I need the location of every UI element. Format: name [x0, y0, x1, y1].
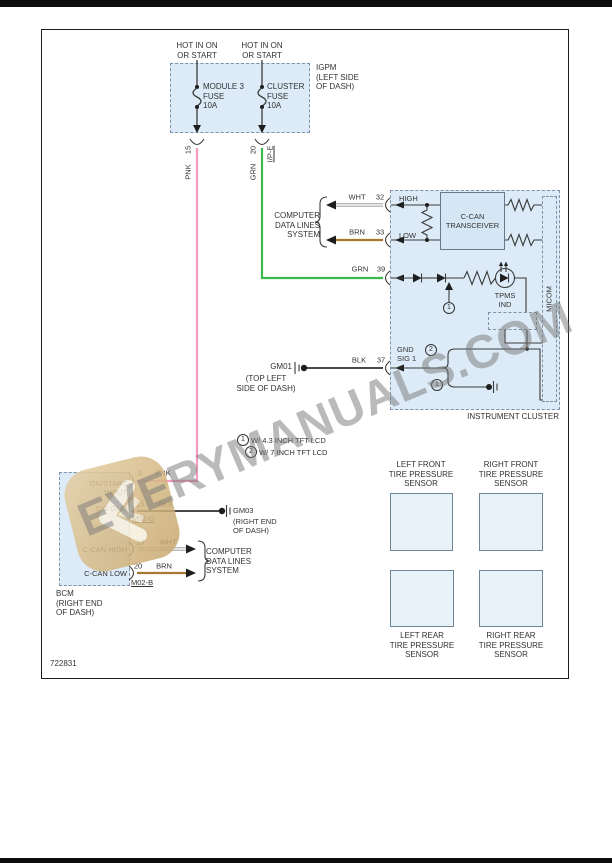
branch-arrow-icon: [445, 282, 453, 290]
resistor-icon-low: [505, 232, 542, 248]
wire-wht-32-label: WHT: [348, 192, 366, 202]
tpms-ind-label: TPMS IND: [494, 291, 516, 309]
gm03-label: GM03: [233, 506, 254, 515]
ccan-transceiver-box: C-CAN TRANSCEIVER: [440, 192, 505, 250]
top-black-bar: [0, 0, 612, 7]
left-rear-sensor-box: [390, 570, 454, 627]
resistor-icon-tpms: [463, 269, 496, 287]
cdl-top-brace-icon: [314, 196, 328, 248]
wire-grn-39-label: GRN: [351, 264, 369, 274]
legend-2-circle: 2: [245, 446, 257, 458]
hot-label-right: HOT IN ON OR START: [241, 41, 283, 60]
igpm-label: IGPM (LEFT SIDE OF DASH): [316, 63, 359, 92]
gm01-label: GM01: [270, 362, 292, 371]
pin-33-label: 33: [375, 227, 385, 237]
wire-grn-label: GRN: [248, 163, 258, 181]
bcm-pin-20-num: 20: [133, 561, 143, 571]
legend-1-circle: 1: [237, 434, 249, 446]
pin-39-label: 39: [376, 264, 386, 274]
pin-32-label: 32: [375, 192, 385, 202]
wht-wire-32: [326, 200, 383, 210]
bcm-pin-canlow-label: C-CAN LOW: [84, 569, 127, 578]
pin-37-label: 37: [376, 355, 386, 365]
fuse-module3-symbol: [189, 60, 205, 146]
pin-20-label: 20: [248, 145, 258, 155]
left-front-sensor-label: LEFT FRONT TIRE PRESSURE SENSOR: [388, 460, 454, 489]
micom-subblock-box: [488, 312, 537, 330]
bcm-title: BCM (RIGHT END OF DASH): [56, 589, 103, 618]
wire-blk-37-label: BLK: [351, 355, 367, 365]
gm01-location-label: (TOP LEFT SIDE OF DASH): [236, 374, 296, 393]
brn-wire-33: [326, 235, 383, 245]
bcm-pin-20-wire: BRN: [156, 561, 172, 571]
note-1-circle: 1: [443, 302, 455, 314]
cluster-connector-icons: [384, 197, 391, 376]
connector-ipe-label: I/P-E: [265, 145, 275, 163]
watermark-logo: [58, 450, 186, 578]
fuse-module3-label: MODULE 3 FUSE 10A: [203, 82, 244, 111]
gnd-sig1-label: GND SIG 1: [397, 345, 417, 363]
note-2-circle: 2: [425, 344, 437, 356]
bottom-black-bar: [0, 858, 612, 863]
micom-box: [542, 196, 557, 402]
ccan-transceiver-label: C-CAN TRANSCEIVER: [445, 212, 500, 230]
hot-label-left: HOT IN ON OR START: [176, 41, 218, 60]
cdl-bcm-label: COMPUTER DATA LINES SYSTEM: [206, 547, 252, 576]
right-rear-sensor-label: RIGHT REAR TIRE PRESSURE SENSOR: [478, 631, 544, 660]
pin-15-label: 15: [183, 145, 193, 155]
terminating-resistor-icon: [420, 205, 434, 240]
instrument-cluster-title: INSTRUMENT CLUSTER: [467, 412, 559, 421]
cdl-bcm-brace-icon: [197, 540, 211, 582]
legend-2-label: W/ 7 INCH TFT LCD: [259, 448, 328, 457]
resistor-icon-high: [505, 197, 542, 213]
right-front-sensor-box: [479, 493, 543, 551]
igpm-box: [170, 63, 310, 133]
left-front-sensor-box: [390, 493, 453, 551]
right-front-sensor-label: RIGHT FRONT TIRE PRESSURE SENSOR: [478, 460, 544, 489]
diode-icon-2: [437, 273, 446, 283]
gm03-ground-icon: [218, 505, 231, 517]
instrument-cluster-box: [390, 190, 560, 410]
gm01-ground-icon: [294, 362, 308, 374]
wire-brn-33-label: BRN: [349, 227, 365, 237]
connector-m02b-label: M02-B: [131, 578, 154, 587]
left-rear-sensor-label: LEFT REAR TIRE PRESSURE SENSOR: [389, 631, 455, 660]
fuse-cluster-label: CLUSTER FUSE 10A: [267, 82, 305, 111]
note-1-circle-gnd: 1: [431, 379, 443, 391]
cluster-internal-wiring: [391, 197, 542, 401]
watermark-logo-chevron-icon: [99, 480, 147, 542]
grn-wire: [260, 148, 383, 280]
bcm-brn-wire-20: [137, 568, 196, 578]
gm03-location-label: (RIGHT END OF DASH): [233, 517, 277, 535]
cdl-top-label: COMPUTER DATA LINES SYSTEM: [274, 211, 320, 240]
legend-1-label: W/ 4.3 INCH TFT LCD: [251, 436, 326, 445]
gnd-brace-icon: [442, 348, 456, 388]
fuse-cluster-symbol: [254, 60, 270, 146]
wire-pnk-label: PNK: [183, 164, 193, 180]
cluster-internal-ground-icon: [486, 381, 498, 393]
diode-icon-1: [413, 273, 422, 283]
right-rear-sensor-box: [479, 570, 543, 627]
tpms-led-icon: [494, 261, 516, 289]
pnk-wire: [137, 148, 199, 483]
doc-number: 722831: [50, 659, 77, 668]
high-label: HIGH: [399, 194, 418, 203]
low-label: LOW: [399, 231, 417, 240]
